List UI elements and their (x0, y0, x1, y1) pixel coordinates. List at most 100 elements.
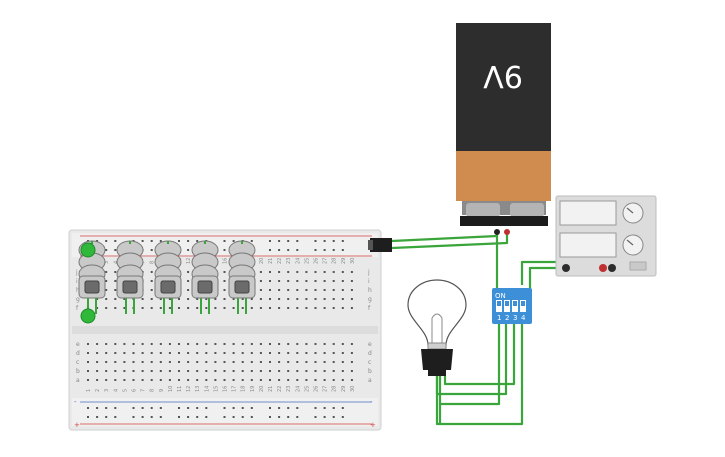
display-module-2[interactable] (116, 240, 144, 314)
column-number: 25 (304, 258, 310, 264)
row-letter: h (76, 287, 80, 294)
battery-label: 9V (483, 58, 523, 93)
row-letter: b (368, 368, 372, 375)
wire-connector[interactable] (368, 238, 392, 252)
column-number: 14 (204, 386, 210, 392)
green-components[interactable] (80, 242, 96, 324)
column-number: 1 (86, 389, 92, 392)
wire-dip-3 (443, 322, 516, 386)
battery-contact-neg[interactable] (494, 229, 500, 235)
display-module-3[interactable] (154, 240, 182, 314)
column-number: 8 (150, 389, 156, 392)
row-letter: b (76, 368, 80, 375)
battery-contact-pos[interactable] (504, 229, 510, 235)
column-number: 20 (259, 258, 265, 264)
column-number: 3 (104, 389, 110, 392)
supply-terminal-extra[interactable] (608, 264, 616, 272)
column-number: 12 (186, 386, 192, 392)
green-led-top[interactable] (80, 242, 96, 258)
battery-bottom-body (456, 151, 551, 201)
column-number: 22 (277, 258, 283, 264)
column-number: 2 (95, 389, 101, 392)
row-letter: c (368, 359, 371, 366)
supply-port (629, 261, 647, 271)
battery-base (460, 216, 548, 226)
rail-plus-label-right: + (370, 421, 376, 429)
supply-display-top (559, 200, 617, 226)
column-number: 13 (195, 386, 201, 392)
green-led-bottom[interactable] (80, 308, 96, 324)
column-number: 24 (295, 386, 301, 392)
column-number: 18 (241, 386, 247, 392)
wire-bulb-loop (435, 376, 442, 424)
bulb-filament (431, 313, 443, 343)
row-letter: f (76, 305, 79, 312)
row-letter: a (368, 377, 372, 384)
wire-dip-1 (438, 322, 501, 406)
rail-minus-label: - (74, 398, 77, 406)
dip-number-4: 4 (521, 314, 526, 322)
supply-display-bottom (559, 232, 617, 258)
column-number: 16 (223, 258, 229, 264)
battery-top-body (456, 23, 551, 151)
dip-number-1: 1 (497, 314, 501, 322)
breadboard[interactable]: 1122334455667788991010111112121313141415… (68, 229, 382, 431)
column-number: 4 (113, 389, 119, 392)
column-number: 30 (350, 386, 356, 392)
rail-minus-label-right: - (370, 398, 373, 406)
battery-9v[interactable]: 9V (456, 23, 551, 235)
bulb-neck (427, 342, 447, 350)
wire-battery-neg (391, 232, 499, 243)
light-bulb[interactable] (407, 279, 467, 376)
row-letter: d (368, 350, 372, 357)
row-letter: j (367, 269, 370, 276)
display-module-4[interactable] (191, 240, 219, 314)
column-number: 21 (268, 258, 274, 264)
column-number: 28 (332, 258, 338, 264)
column-number: 27 (323, 258, 329, 264)
dip-on-label: ON (495, 292, 506, 300)
dip-number-2: 2 (505, 314, 509, 322)
display-module-1[interactable] (78, 240, 106, 314)
row-letter: g (368, 296, 372, 303)
column-number: 29 (341, 258, 347, 264)
row-letter: f (368, 305, 371, 312)
column-number: 6 (132, 389, 138, 392)
display-modules[interactable] (78, 240, 256, 314)
dip-number-3: 3 (513, 314, 517, 322)
column-number: 22 (277, 386, 283, 392)
column-number: 3 (104, 261, 110, 264)
battery-terminal-right (510, 203, 544, 217)
column-number: 7 (141, 389, 147, 392)
column-number: 5 (122, 389, 128, 392)
row-letter: g (76, 296, 80, 303)
column-number: 4 (113, 261, 119, 264)
wire-dip-4 (435, 322, 524, 426)
wire-dip-2 (437, 322, 508, 396)
battery-terminal-left (466, 203, 500, 217)
wire-supply-b (528, 266, 565, 290)
column-number: 10 (168, 386, 174, 392)
row-letter: h (368, 287, 372, 294)
display-module-5[interactable] (228, 240, 256, 314)
column-number: 15 (213, 386, 219, 392)
row-letter: c (76, 359, 79, 366)
column-number: 17 (232, 386, 238, 392)
column-number: 8 (150, 261, 156, 264)
dip-switch[interactable]: ON 1 2 3 4 (492, 288, 532, 324)
column-number: 27 (323, 386, 329, 392)
power-supply[interactable] (555, 195, 657, 277)
column-number: 12 (186, 258, 192, 264)
column-number: 20 (259, 386, 265, 392)
column-number: 19 (250, 386, 256, 392)
supply-terminal-red[interactable] (599, 264, 607, 272)
rail-plus-label: + (74, 421, 80, 429)
column-number: 23 (286, 386, 292, 392)
row-letter: i (368, 278, 370, 285)
column-number: 26 (314, 258, 320, 264)
wire-battery-pos (391, 232, 509, 250)
supply-terminal-black[interactable] (562, 264, 570, 272)
column-number: 16 (223, 386, 229, 392)
column-number: 24 (295, 258, 301, 264)
